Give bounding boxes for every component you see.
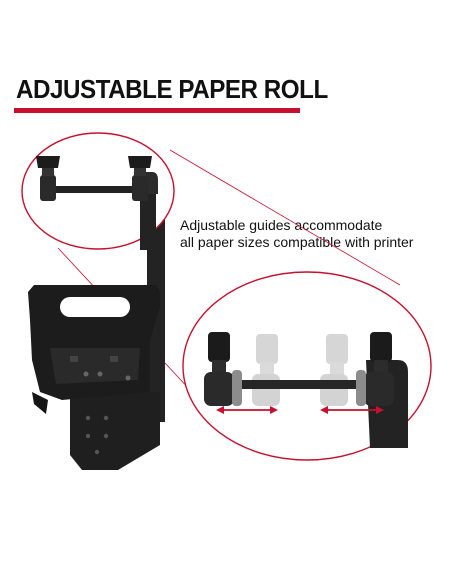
title-underline — [14, 108, 300, 113]
feature-caption: Adjustable guides accommodate all paper … — [180, 217, 445, 251]
zoom-circle-top — [21, 132, 175, 250]
printer-stand — [28, 182, 165, 470]
left-guide-knob — [204, 332, 242, 406]
adjust-arrow-left — [216, 406, 278, 414]
zoom-circle-bottom — [182, 271, 432, 461]
leader-line-top — [169, 149, 401, 286]
right-guide-knob — [356, 332, 394, 406]
page-title: ADJUSTABLE PAPER ROLL — [16, 74, 328, 104]
caption-line-1: Adjustable guides accommodate — [180, 217, 383, 233]
adjust-arrow-right — [320, 406, 384, 414]
caption-line-2: all paper sizes compatible with printer — [180, 234, 414, 250]
